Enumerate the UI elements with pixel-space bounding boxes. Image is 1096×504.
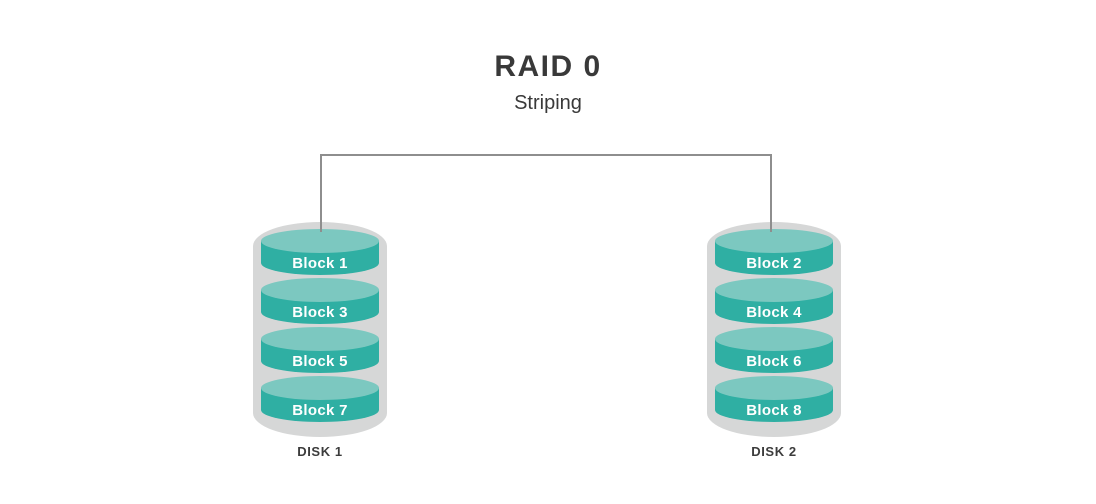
block-top-ellipse bbox=[715, 229, 833, 253]
connector-bracket bbox=[320, 154, 772, 232]
block: Block 6 bbox=[715, 327, 833, 373]
block-label: Block 8 bbox=[746, 401, 802, 419]
block-label: Block 4 bbox=[746, 303, 802, 321]
block-body: Block 5 bbox=[261, 339, 379, 373]
block-top-ellipse bbox=[261, 376, 379, 400]
block-label: Block 3 bbox=[292, 303, 348, 321]
block-top-ellipse bbox=[261, 278, 379, 302]
block: Block 4 bbox=[715, 278, 833, 324]
block: Block 5 bbox=[261, 327, 379, 373]
block: Block 1 bbox=[261, 229, 379, 275]
block-label: Block 6 bbox=[746, 352, 802, 370]
block-top-ellipse bbox=[715, 376, 833, 400]
block: Block 7 bbox=[261, 376, 379, 422]
block-label: Block 2 bbox=[746, 254, 802, 272]
block-label: Block 7 bbox=[292, 401, 348, 419]
block-top-ellipse bbox=[261, 327, 379, 351]
diagram-title: RAID 0 bbox=[494, 50, 602, 83]
block-top-ellipse bbox=[715, 327, 833, 351]
block-label: Block 1 bbox=[292, 254, 348, 272]
disk-2-label: DISK 2 bbox=[751, 444, 797, 459]
block: Block 8 bbox=[715, 376, 833, 422]
diagram-subtitle: Striping bbox=[514, 92, 582, 114]
block: Block 3 bbox=[261, 278, 379, 324]
block: Block 2 bbox=[715, 229, 833, 275]
block-label: Block 5 bbox=[292, 352, 348, 370]
disk-2-cylinder: Block 2 Block 4 Block 6 Block 8 bbox=[707, 222, 841, 437]
block-top-ellipse bbox=[715, 278, 833, 302]
disk-1-cylinder: Block 1 Block 3 Block 5 Block 7 bbox=[253, 222, 387, 437]
block-top-ellipse bbox=[261, 229, 379, 253]
disk-1-label: DISK 1 bbox=[297, 444, 343, 459]
